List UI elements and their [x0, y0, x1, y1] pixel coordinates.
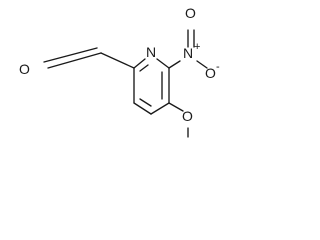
bond-c5-o-methoxy	[168, 102, 184, 112]
bond-c4-c3	[133, 102, 152, 115]
methoxy-oxygen-label: O	[182, 108, 193, 124]
bond-n1-c6	[156, 58, 170, 69]
bond-cho-o-1	[47, 52, 102, 69]
nitro-oxygen-right-label: O	[205, 65, 216, 81]
nitro-oxygen-top-label: O	[185, 5, 196, 21]
structure-canvas: N N + O O - O O	[0, 0, 227, 138]
ring-nitrogen-label: N	[146, 44, 156, 60]
bond-c2-n1	[133, 58, 146, 69]
bond-c5-c4	[150, 102, 170, 115]
bond-c2-cho	[100, 52, 135, 69]
chemical-structure-diagram: N N + O O - O O	[19, 5, 220, 138]
aldehyde-oxygen-label: O	[19, 61, 30, 77]
nitro-minus-label: -	[216, 61, 220, 73]
bond-c4-c3-inner	[139, 98, 152, 107]
bond-nitro-n-o-right	[196, 60, 208, 69]
nitro-nitrogen-label: N	[183, 45, 193, 61]
bond-c6-nitro-n	[168, 60, 181, 69]
bond-c2-n1-inner	[139, 64, 149, 72]
nitro-plus-label: +	[194, 41, 200, 53]
bond-cho-o-2	[43, 47, 98, 63]
